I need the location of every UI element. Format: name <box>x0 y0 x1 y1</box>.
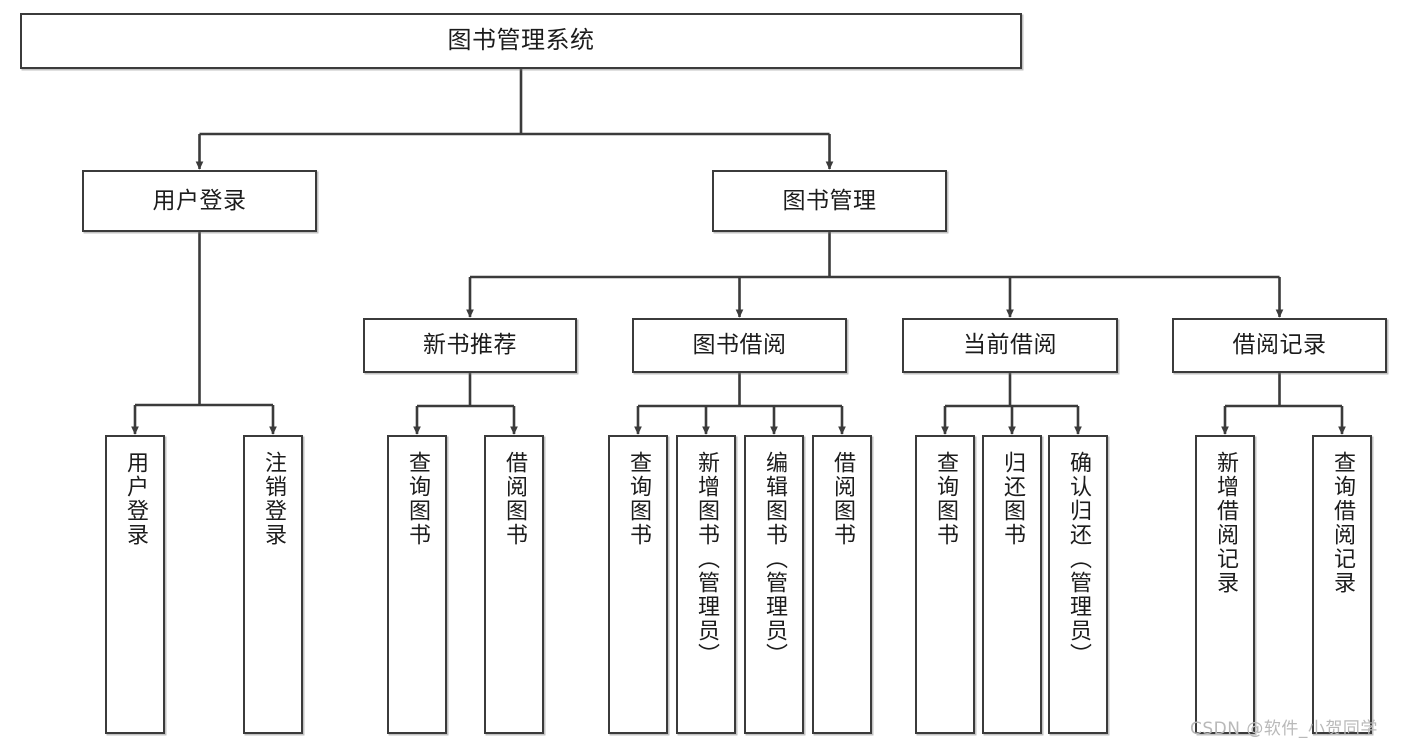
node-label: 新增借阅记录 <box>1212 451 1238 595</box>
node-new_book_rec[interactable]: 新书推荐 <box>363 318 577 373</box>
node-book_borrow[interactable]: 图书借阅 <box>632 318 847 373</box>
node-cur_borrow[interactable]: 当前借阅 <box>902 318 1118 373</box>
node-leaf_10[interactable]: 归还图书 <box>982 435 1042 734</box>
node-leaf_4[interactable]: 借阅图书 <box>484 435 544 734</box>
node-label: 查询图书 <box>625 451 651 547</box>
node-label: 借阅图书 <box>501 451 527 547</box>
node-leaf_12[interactable]: 新增借阅记录 <box>1195 435 1255 734</box>
node-label: 图书借阅 <box>692 332 787 359</box>
node-label: 查询图书 <box>932 451 958 547</box>
node-leaf_3[interactable]: 查询图书 <box>387 435 447 734</box>
node-label: 新书推荐 <box>423 332 517 359</box>
node-label: 借阅记录 <box>1232 332 1327 359</box>
node-leaf_8[interactable]: 借阅图书 <box>812 435 872 734</box>
node-label: 图书管理 <box>782 187 877 214</box>
node-leaf_2[interactable]: 注销登录 <box>243 435 303 734</box>
node-leaf_9[interactable]: 查询图书 <box>915 435 975 734</box>
node-label: 查询借阅记录 <box>1329 451 1355 595</box>
node-label: 编辑图书（管理员） <box>761 451 787 667</box>
node-label: 当前借阅 <box>963 332 1057 359</box>
node-leaf_1[interactable]: 用户登录 <box>105 435 165 734</box>
node-book_manage[interactable]: 图书管理 <box>712 170 947 232</box>
node-label: 归还图书 <box>999 451 1025 547</box>
node-label: 借阅图书 <box>829 451 855 547</box>
node-label: 用户登录 <box>122 451 148 547</box>
node-leaf_7[interactable]: 编辑图书（管理员） <box>744 435 804 734</box>
node-label: 用户登录 <box>152 187 247 214</box>
node-label: 查询图书 <box>404 451 430 547</box>
node-leaf_11[interactable]: 确认归还（管理员） <box>1048 435 1108 734</box>
node-label: 确认归还（管理员） <box>1065 451 1091 667</box>
node-user_login[interactable]: 用户登录 <box>82 170 317 232</box>
node-leaf_13[interactable]: 查询借阅记录 <box>1312 435 1372 734</box>
node-leaf_5[interactable]: 查询图书 <box>608 435 668 734</box>
node-label: 注销登录 <box>260 451 286 547</box>
node-borrow_record[interactable]: 借阅记录 <box>1172 318 1387 373</box>
node-root[interactable]: 图书管理系统 <box>20 13 1022 69</box>
node-label: 图书管理系统 <box>447 26 595 55</box>
node-label: 新增图书（管理员） <box>693 451 719 667</box>
node-leaf_6[interactable]: 新增图书（管理员） <box>676 435 736 734</box>
